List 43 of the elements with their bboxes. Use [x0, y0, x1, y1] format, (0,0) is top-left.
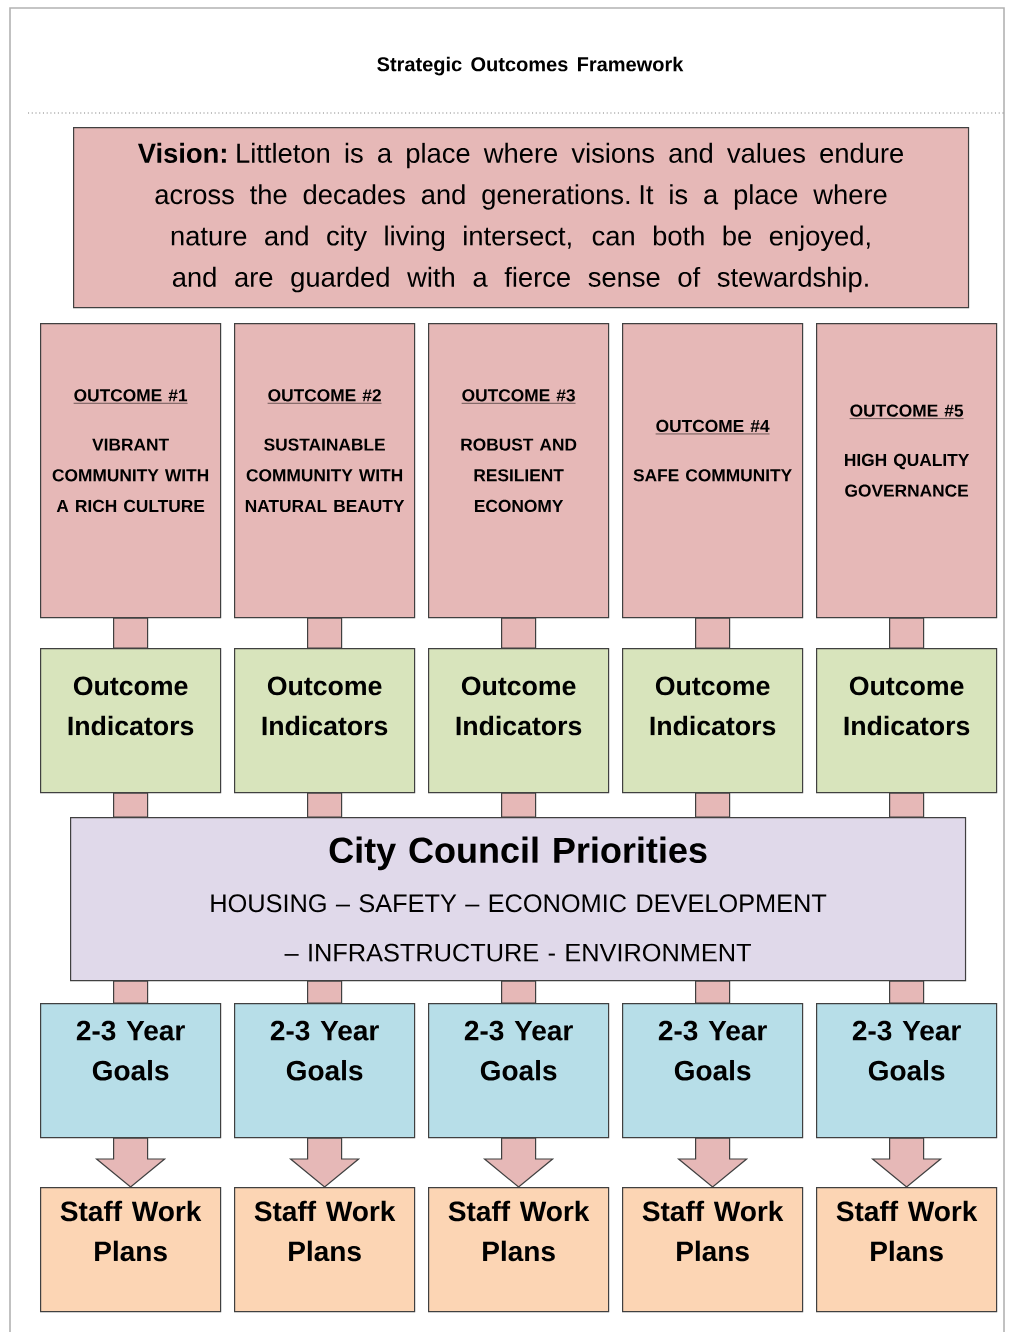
outcome-box: OUTCOME #4 SAFE COMMUNITY: [622, 323, 804, 619]
indicator-box: Outcome Indicators: [40, 648, 222, 794]
goal-box: 2-3 Year Goals: [816, 1003, 998, 1139]
outcome-box: OUTCOME #3 ROBUST AND RESILIENT ECONOMY: [428, 323, 610, 619]
connector-bar: [113, 792, 149, 818]
block-arrow: [870, 1137, 943, 1188]
connector-bar: [695, 617, 731, 649]
work-plan-box: Staff Work Plans: [234, 1187, 416, 1313]
block-arrow: [94, 1137, 167, 1188]
block-arrow: [676, 1137, 749, 1188]
work-plan-box: Staff Work Plans: [622, 1187, 804, 1313]
indicator-box: Outcome Indicators: [234, 648, 416, 794]
connector-bar: [307, 980, 343, 1004]
connector-bar: [695, 792, 731, 818]
connector-bar: [501, 617, 537, 649]
block-arrow: [288, 1137, 361, 1188]
goal-box: 2-3 Year Goals: [234, 1003, 416, 1139]
goal-box: 2-3 Year Goals: [622, 1003, 804, 1139]
connector-bar: [501, 980, 537, 1004]
vision-box: Vision: Littleton is a place where visions and values endure across the decades and generations. It is a place where nature and city living intersect, can both be enjoyed, and are guarded with a fierce sense of stewardship.: [73, 127, 970, 309]
connector-bar: [307, 792, 343, 818]
indicator-box: Outcome Indicators: [428, 648, 610, 794]
indicator-box: Outcome Indicators: [622, 648, 804, 794]
work-plan-box: Staff Work Plans: [816, 1187, 998, 1313]
connector-bar: [889, 617, 925, 649]
connector-bar: [889, 980, 925, 1004]
outcome-box: OUTCOME #5 HIGH QUALITY GOVERNANCE: [816, 323, 998, 619]
outcome-box: OUTCOME #2 SUSTAINABLE COMMUNITY WITH NATURAL BEAUTY: [234, 323, 416, 619]
goal-box: 2-3 Year Goals: [40, 1003, 222, 1139]
block-arrow: [482, 1137, 555, 1188]
connector-bar: [695, 980, 731, 1004]
indicator-box: Outcome Indicators: [816, 648, 998, 794]
connector-bar: [307, 617, 343, 649]
work-plan-box: Staff Work Plans: [40, 1187, 222, 1313]
goal-box: 2-3 Year Goals: [428, 1003, 610, 1139]
connector-bar: [889, 792, 925, 818]
outcome-box: OUTCOME #1 VIBRANT COMMUNITY WITH A RICH CULTURE: [40, 323, 222, 619]
work-plan-box: Staff Work Plans: [428, 1187, 610, 1313]
connector-bar: [113, 980, 149, 1004]
connector-bar: [113, 617, 149, 649]
title: Strategic Outcomes Framework: [377, 56, 684, 76]
priorities-box: City Council Priorities HOUSING – SAFETY – ECONOMIC DEVELOPMENT – INFRASTRUCTURE - ENVIRONMENT: [70, 817, 967, 982]
connector-bar: [501, 792, 537, 818]
